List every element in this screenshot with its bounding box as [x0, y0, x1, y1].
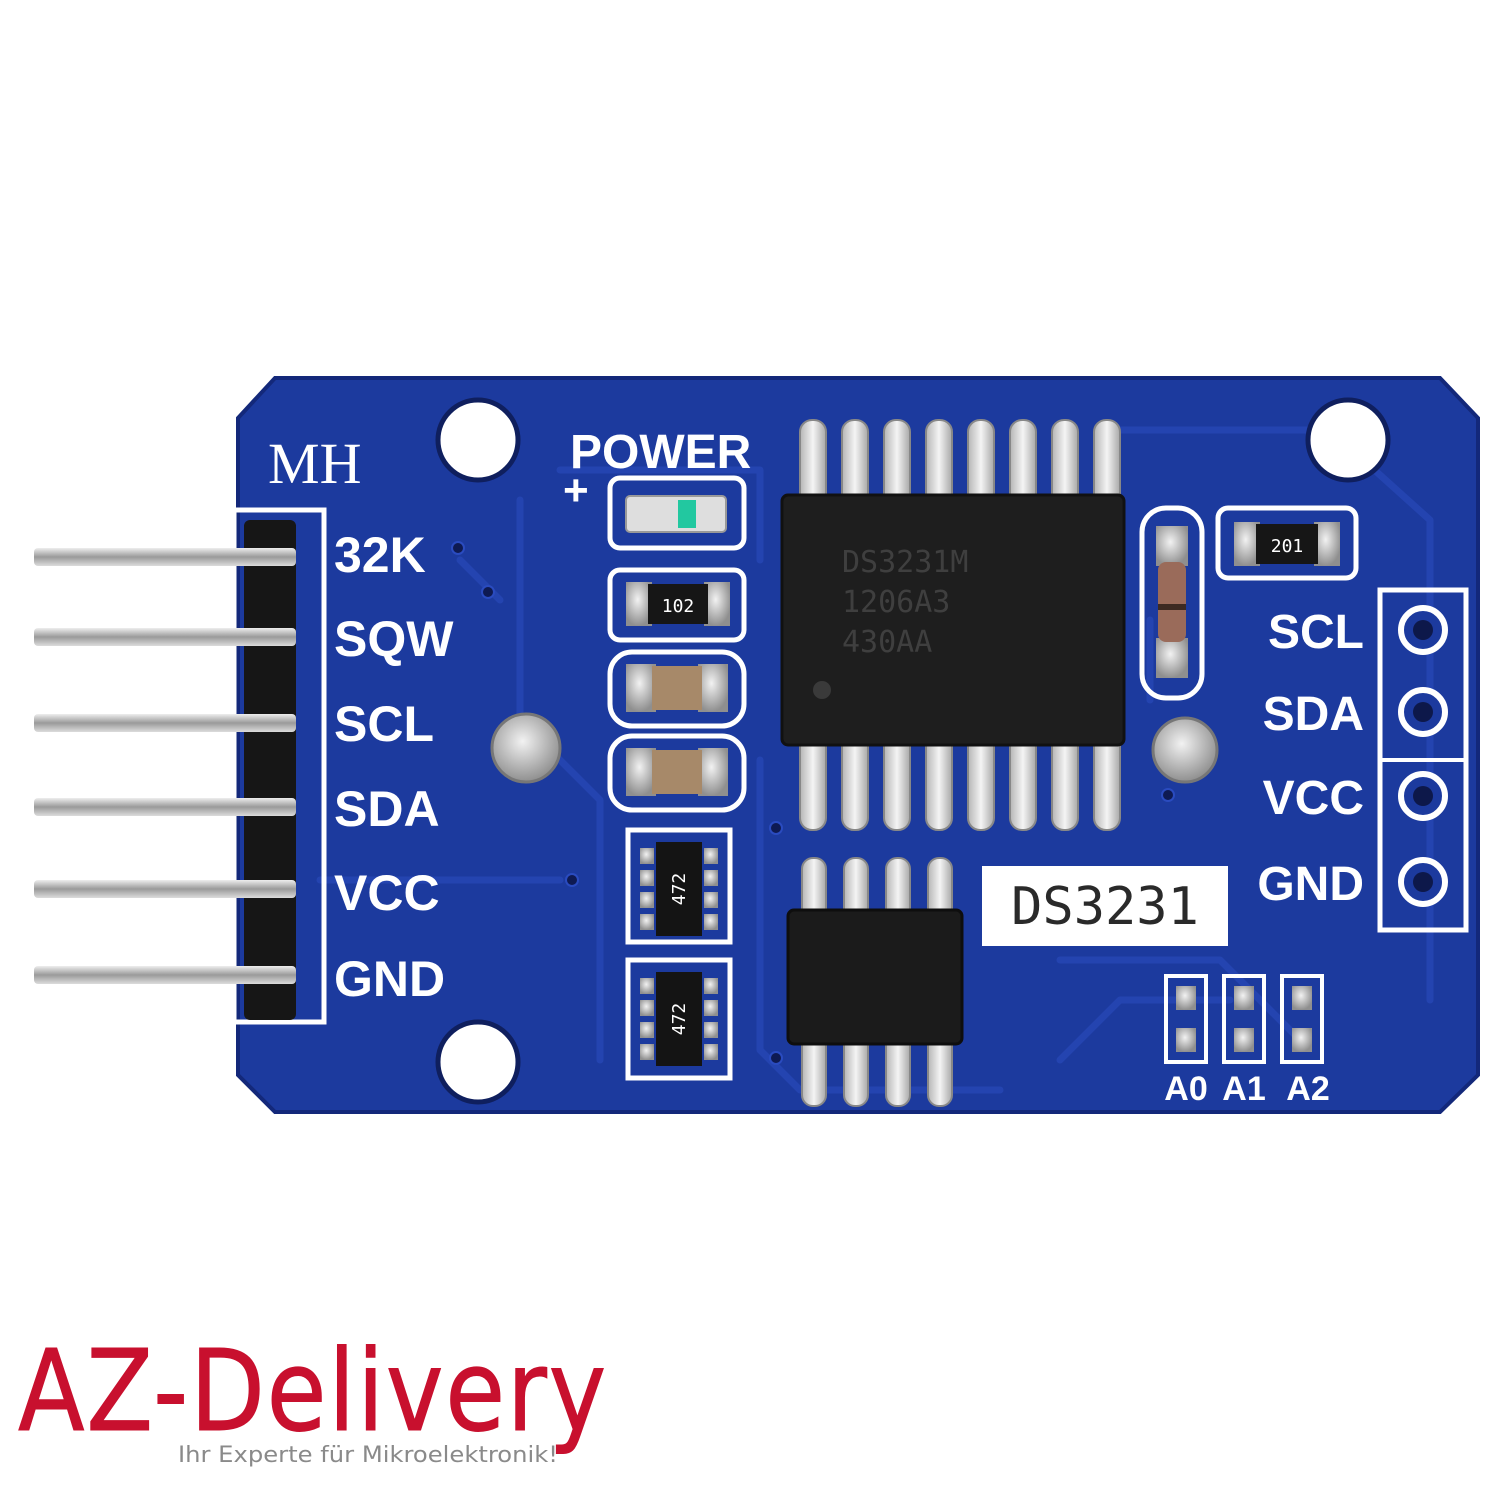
eeprom-legs-bottom	[801, 1029, 953, 1107]
left-pin-label-gnd: GND	[334, 951, 445, 1007]
jumper-label-a2: A2	[1286, 1070, 1329, 1108]
capacitor-1	[607, 649, 747, 729]
left-pin-label-vcc: VCC	[334, 865, 440, 921]
brand-logo-text: AZ-Delivery	[18, 1327, 608, 1457]
brand-logo: AZ-Delivery Ihr Experte für Mikroelektro…	[18, 1327, 608, 1469]
left-pin-label-sda: SDA	[334, 781, 440, 837]
header-pins	[34, 548, 296, 984]
right-pin-label-gnd: GND	[1257, 858, 1364, 911]
rtc-chip-marking-1: DS3231M	[842, 545, 968, 580]
maker-mark: MH	[268, 431, 361, 496]
right-pin-header	[1377, 587, 1469, 933]
rtc-chip-pin1-dot	[813, 681, 831, 699]
network-bottom-code: 472	[669, 1003, 690, 1036]
left-pin-label-sqw: SQW	[334, 611, 454, 667]
rtc-chip-marking-2: 1206A3	[842, 585, 950, 620]
jumper-label-a1: A1	[1222, 1070, 1265, 1108]
resistor-network-top: 472	[625, 827, 733, 945]
jumper-a1	[1222, 974, 1266, 1064]
right-pin-label-scl: SCL	[1268, 606, 1364, 659]
rtc-chip-legs-top	[799, 419, 1121, 513]
eeprom-chip	[786, 857, 964, 1107]
left-pin-header	[34, 507, 327, 1025]
left-pin-label-32k: 32K	[334, 527, 426, 583]
right-pin-label-sda: SDA	[1263, 688, 1364, 741]
module-label: DS3231	[982, 866, 1228, 946]
solder-blobs	[490, 712, 1219, 784]
jumper-label-a0: A0	[1164, 1070, 1207, 1108]
rtc-chip-marking-3: 430AA	[842, 625, 932, 660]
pcb-vias	[451, 541, 1175, 1065]
brand-tagline: Ihr Experte für Mikroelektronik!	[178, 1443, 558, 1468]
led-resistor: 102	[607, 567, 747, 643]
network-top-code: 472	[669, 873, 690, 906]
right-pin-label-vcc: VCC	[1263, 772, 1364, 825]
module-label-text: DS3231	[1011, 877, 1199, 937]
rtc-chip: DS3231M 1206A3 430AA	[780, 419, 1126, 831]
left-pin-label-scl: SCL	[334, 696, 434, 752]
led-resistor-code: 102	[662, 596, 695, 617]
top-right-resistor-code: 201	[1271, 536, 1304, 557]
power-label: POWER	[570, 426, 751, 479]
address-jumpers	[1164, 974, 1324, 1064]
power-plus-sign: +	[563, 466, 589, 515]
jumper-a2	[1280, 974, 1324, 1064]
jumper-a0	[1164, 974, 1208, 1064]
resistor-network-bottom: 472	[625, 957, 733, 1081]
top-right-resistor: 201	[1215, 505, 1359, 581]
power-led	[607, 475, 747, 551]
diode	[1139, 505, 1205, 701]
capacitor-2	[607, 733, 747, 813]
mounting-holes	[435, 397, 1391, 1105]
